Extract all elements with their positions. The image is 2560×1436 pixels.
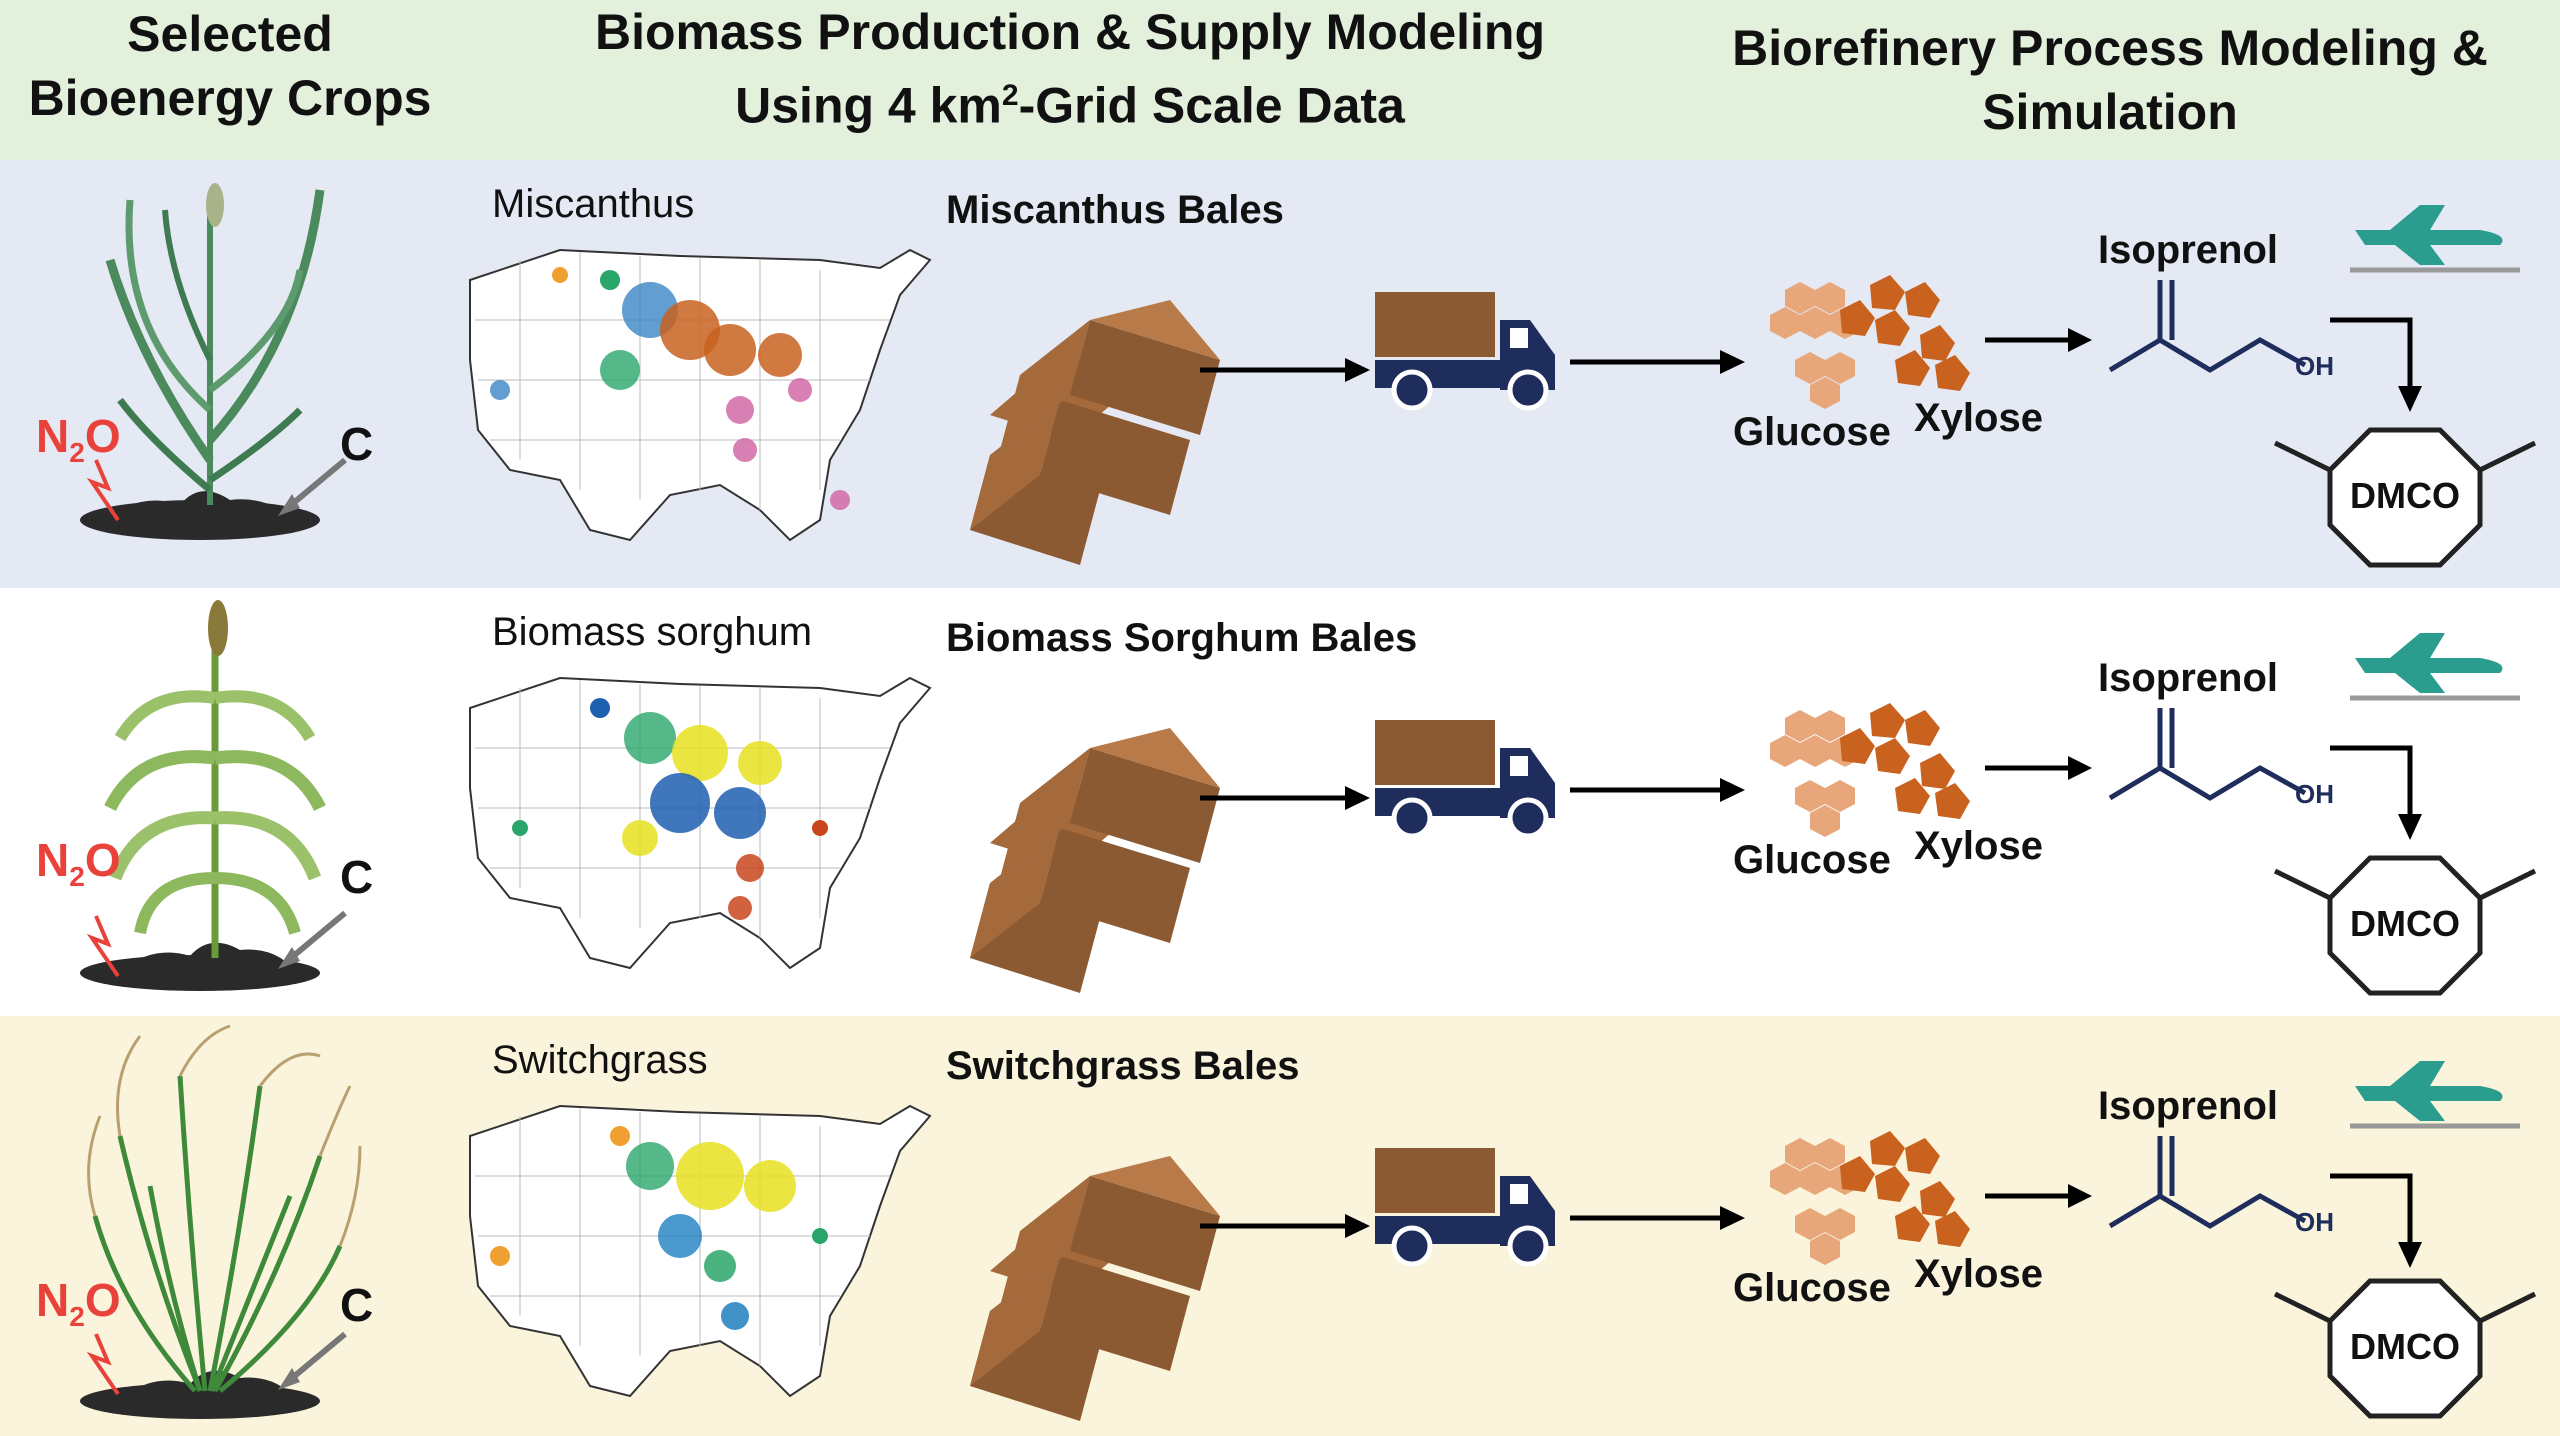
- n2o-emission-arrow-icon: [86, 1333, 120, 1396]
- airplane-icon: [2350, 1061, 2520, 1129]
- arrow-bales-to-truck: [1200, 786, 1370, 810]
- xylose-label: Xylose: [1914, 396, 2043, 440]
- bales-title: Biomass Sorghum Bales: [946, 616, 1418, 660]
- n2o-emission-arrow-icon: [86, 459, 120, 522]
- glucose-label: Glucose: [1733, 838, 1891, 882]
- row-graphics: N2O C: [36, 600, 2537, 996]
- us-map-biomass-sorghum: [469, 676, 932, 970]
- glucose-label: Glucose: [1733, 410, 1891, 454]
- us-map-miscanthus: [469, 248, 932, 542]
- svg-text:C: C: [340, 1279, 373, 1331]
- row-graphics: N2O C: [36, 183, 2537, 568]
- miscanthus-plant-icon: [80, 183, 325, 540]
- dmco-octagon-icon: [2273, 427, 2537, 568]
- arrow-truck-to-sugars: [1570, 778, 1745, 802]
- svg-text:OH: OH: [2295, 1207, 2334, 1237]
- crop-name: Miscanthus: [492, 182, 695, 226]
- header-band: Selected Bioenergy Crops Biomass Product…: [0, 0, 2560, 160]
- bales-title: Switchgrass Bales: [946, 1044, 1300, 1088]
- carbon-arrow-icon: [278, 910, 347, 969]
- truck-icon: [1375, 292, 1555, 411]
- row-miscanthus: N2O C: [0, 160, 2560, 588]
- map-yield-marks: [490, 1126, 828, 1330]
- glucose-icon: [1770, 1138, 1860, 1265]
- switchgrass-plant-icon: [80, 1024, 362, 1419]
- sorghum-plant-icon: [80, 600, 326, 991]
- svg-text:OH: OH: [2295, 779, 2334, 809]
- glucose-icon: [1770, 282, 1860, 409]
- crop-name: Switchgrass: [492, 1038, 708, 1082]
- row-graphics: N2O C: [36, 1024, 2537, 1421]
- bales-icon: [970, 300, 1220, 565]
- carbon-arrow-icon: [278, 457, 347, 516]
- svg-text:DMCO: DMCO: [2350, 1326, 2460, 1367]
- svg-text:DMCO: DMCO: [2350, 903, 2460, 944]
- carbon-arrow-icon: [278, 1331, 347, 1390]
- airplane-icon: [2350, 205, 2520, 273]
- svg-text:C: C: [340, 851, 373, 903]
- truck-icon: [1375, 1148, 1555, 1267]
- arrow-isoprenol-to-dmco: [2330, 1173, 2422, 1268]
- arrow-isoprenol-to-dmco: [2330, 317, 2422, 412]
- column-title-biorefinery: Biorefinery Process Modeling & Simulatio…: [1732, 20, 2488, 140]
- isoprenol-structure-icon: [2108, 1136, 2307, 1229]
- isoprenol-label: Isoprenol: [2098, 1084, 2279, 1128]
- row-switchgrass: N2O C: [0, 1016, 2560, 1436]
- bales-title: Miscanthus Bales: [946, 188, 1284, 232]
- row-biomass-sorghum: N2O C: [0, 588, 2560, 1016]
- svg-text:C: C: [340, 418, 373, 470]
- glucose-label: Glucose: [1733, 1266, 1891, 1310]
- arrow-truck-to-sugars: [1570, 350, 1745, 374]
- column-title-crops: Selected Bioenergy Crops: [28, 6, 432, 126]
- crop-name: Biomass sorghum: [492, 610, 813, 654]
- isoprenol-label: Isoprenol: [2098, 228, 2279, 272]
- bales-icon: [970, 1156, 1220, 1421]
- arrow-sugars-to-isoprenol: [1985, 756, 2092, 780]
- arrow-isoprenol-to-dmco: [2330, 745, 2422, 840]
- isoprenol-structure-icon: [2108, 708, 2307, 801]
- truck-icon: [1375, 720, 1555, 839]
- xylose-label: Xylose: [1914, 1252, 2043, 1296]
- map-yield-marks: [490, 267, 850, 510]
- arrow-bales-to-truck: [1200, 358, 1370, 382]
- xylose-label: Xylose: [1914, 824, 2043, 868]
- dmco-octagon-icon: [2273, 1278, 2537, 1419]
- n2o-emission-arrow-icon: [86, 915, 120, 978]
- xylose-icon: [1840, 1131, 1970, 1247]
- arrow-sugars-to-isoprenol: [1985, 328, 2092, 352]
- svg-text:N2O: N2O: [36, 1274, 121, 1332]
- column-title-supply-modeling: Biomass Production & Supply Modeling Usi…: [594, 4, 1546, 134]
- arrow-sugars-to-isoprenol: [1985, 1184, 2092, 1208]
- us-map-switchgrass: [469, 1104, 932, 1398]
- isoprenol-structure-icon: [2108, 280, 2307, 373]
- glucose-icon: [1770, 710, 1860, 837]
- svg-text:DMCO: DMCO: [2350, 475, 2460, 516]
- arrow-truck-to-sugars: [1570, 1206, 1745, 1230]
- isoprenol-label: Isoprenol: [2098, 656, 2279, 700]
- svg-text:N2O: N2O: [36, 410, 121, 468]
- svg-text:OH: OH: [2295, 351, 2334, 381]
- xylose-icon: [1840, 275, 1970, 391]
- arrow-bales-to-truck: [1200, 1214, 1370, 1238]
- airplane-icon: [2350, 633, 2520, 701]
- dmco-octagon-icon: [2273, 855, 2537, 996]
- xylose-icon: [1840, 703, 1970, 819]
- map-yield-marks: [512, 698, 828, 920]
- bales-icon: [970, 728, 1220, 993]
- svg-text:N2O: N2O: [36, 834, 121, 892]
